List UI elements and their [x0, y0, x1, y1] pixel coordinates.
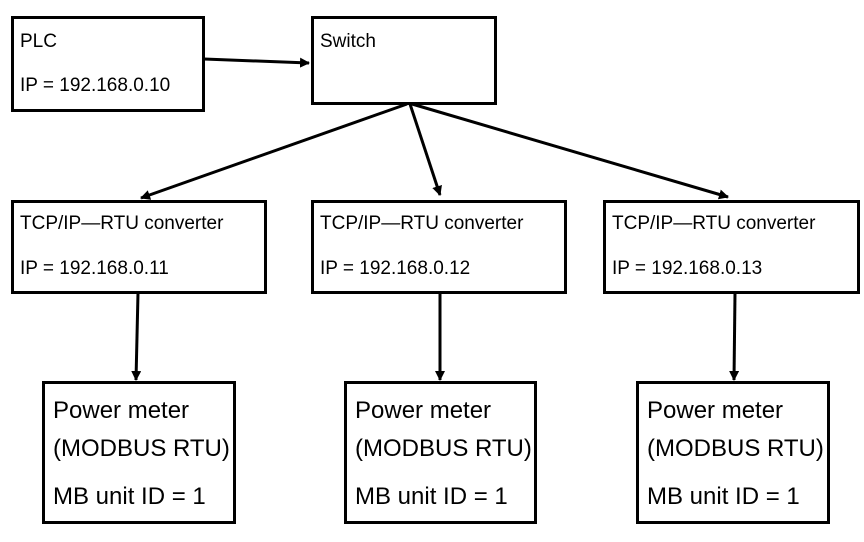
- meter-unit-id: MB unit ID = 1: [647, 483, 800, 510]
- converter-box-2: TCP/IP—RTU converter IP = 192.168.0.12: [311, 200, 567, 294]
- arrow-converter-3-to-meter-3: [729, 292, 740, 381]
- meter-unit-id: MB unit ID = 1: [355, 483, 508, 510]
- plc-box: PLC IP = 192.168.0.10: [11, 16, 205, 112]
- converter-ip: IP = 192.168.0.13: [612, 258, 763, 279]
- converter-title: TCP/IP—RTU converter: [20, 213, 224, 234]
- meter-unit-id: MB unit ID = 1: [53, 483, 206, 510]
- arrow-converter-1-to-meter-1: [131, 292, 142, 381]
- arrow-switch-to-converter-2: [408, 103, 442, 196]
- power-meter-box-3: Power meter (MODBUS RTU) MB unit ID = 1: [636, 381, 830, 524]
- meter-protocol: (MODBUS RTU): [647, 435, 824, 462]
- meter-title: Power meter: [53, 397, 190, 424]
- converter-box-3: TCP/IP—RTU converter IP = 192.168.0.13: [603, 200, 860, 294]
- meter-protocol: (MODBUS RTU): [53, 435, 230, 462]
- meter-title: Power meter: [647, 397, 784, 424]
- arrow-switch-to-converter-1: [140, 102, 408, 200]
- meter-protocol: (MODBUS RTU): [355, 435, 532, 462]
- meter-title: Power meter: [355, 397, 492, 424]
- power-meter-box-1: Power meter (MODBUS RTU) MB unit ID = 1: [42, 381, 236, 524]
- switch-box: Switch: [311, 16, 497, 105]
- converter-ip: IP = 192.168.0.11: [20, 258, 169, 279]
- converter-title: TCP/IP—RTU converter: [612, 213, 816, 234]
- plc-ip: IP = 192.168.0.10: [20, 75, 171, 96]
- converter-title: TCP/IP—RTU converter: [320, 213, 524, 234]
- arrow-switch-to-converter-3: [411, 102, 729, 200]
- power-meter-box-2: Power meter (MODBUS RTU) MB unit ID = 1: [344, 381, 537, 524]
- converter-ip: IP = 192.168.0.12: [320, 258, 471, 279]
- converter-box-1: TCP/IP—RTU converter IP = 192.168.0.11: [11, 200, 267, 294]
- plc-title: PLC: [20, 31, 57, 52]
- arrow-plc-to-switch: [203, 57, 310, 68]
- switch-title: Switch: [320, 31, 376, 52]
